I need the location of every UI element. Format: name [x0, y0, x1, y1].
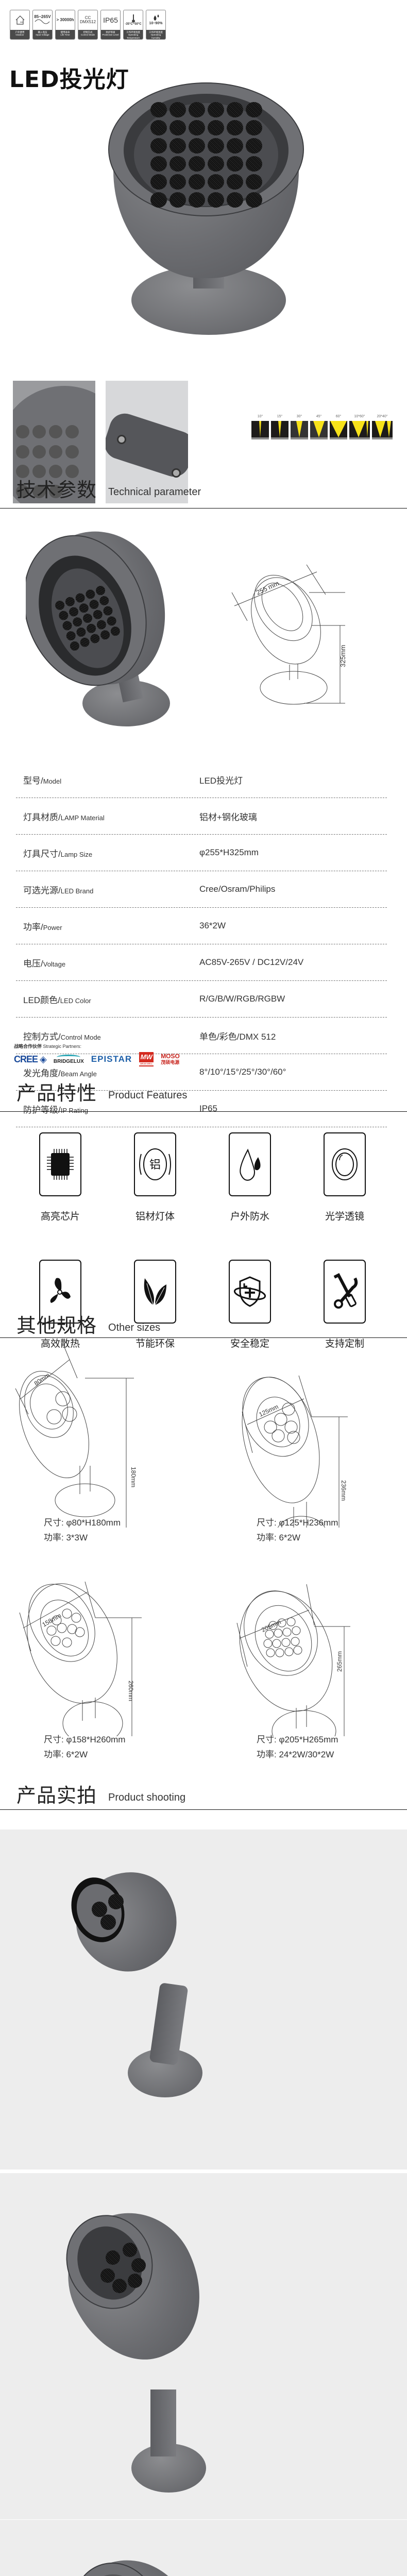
size-spec-125: 尺寸: φ125*H236mm 功率: 6*2W	[257, 1518, 338, 1543]
svg-text:180mm: 180mm	[130, 1467, 137, 1487]
beam-angle-strip: 10° 15° 30° 45° 60° 10*60° 20*40°	[251, 415, 393, 439]
sine-wave-icon	[35, 19, 50, 24]
size-drawing: 158mm 260mm	[19, 1581, 142, 1747]
features-grid: 高亮芯片 铝 铝材灯体 户外防水 光学透镜 高效散热 节能环保 安全稳定 支持定…	[29, 1132, 384, 1350]
size-card-80: 80mm 180mm	[0, 1347, 204, 1536]
beam-20x40: 20*40°	[372, 415, 393, 439]
svg-text:236mm: 236mm	[340, 1480, 347, 1501]
logo-epistar: EPISTAR	[91, 1054, 132, 1064]
product-photo-1	[0, 1829, 407, 2170]
svg-text:80mm: 80mm	[33, 1371, 51, 1387]
hero-product-image	[103, 82, 309, 340]
feature-heat-dissipation: 高效散热	[29, 1260, 124, 1350]
beam-15: 15°	[271, 415, 289, 439]
feature-safety: 安全稳定	[218, 1260, 313, 1350]
svg-text:260mm: 260mm	[127, 1681, 134, 1701]
product-photo-2	[0, 2173, 407, 2519]
tools-icon	[324, 1260, 366, 1324]
chip-icon	[39, 1132, 81, 1196]
section-heading-sizes: 其他规格 Other sizes	[16, 1314, 161, 1337]
beam-45: 45°	[310, 415, 328, 439]
divider	[0, 1111, 407, 1112]
divider	[0, 1809, 407, 1810]
feature-aluminum: 铝 铝材灯体	[124, 1132, 218, 1223]
feature-customization: 支持定制	[313, 1260, 407, 1350]
lens-icon	[324, 1132, 366, 1196]
section-heading-shooting: 产品实拍 Product shooting	[16, 1784, 186, 1807]
divider	[0, 508, 407, 509]
shield-plus-icon	[229, 1260, 271, 1324]
detail-photo-lens	[13, 381, 95, 503]
beam-10x60: 10*60°	[349, 415, 370, 439]
partners-title: 战略合作伙伴 Strategic Partners:	[14, 1044, 82, 1049]
logo-bridgelux: BRIDGELUX	[54, 1054, 84, 1064]
page-title: LED投光灯	[9, 66, 129, 93]
size-drawing: 205mm 265mm	[236, 1584, 350, 1752]
detail-photo-bracket	[106, 381, 188, 503]
svg-text:205mm: 205mm	[260, 1618, 282, 1634]
beam-60: 60°	[330, 415, 347, 439]
svg-text:325mm: 325mm	[339, 645, 347, 667]
size-spec-158: 尺寸: φ158*H260mm 功率: 6*2W	[44, 1735, 126, 1759]
divider	[0, 1337, 407, 1338]
size-drawing: 125mm 236mm	[242, 1375, 348, 1550]
feature-eco: 节能环保	[124, 1260, 218, 1350]
size-drawing: 80mm 180mm	[15, 1347, 137, 1536]
size-card-158: 158mm 260mm	[0, 1566, 204, 1747]
svg-text:铝: 铝	[149, 1158, 161, 1171]
dimension-drawing: 255 mm 325mm	[231, 564, 347, 705]
feature-waterproof: 户外防水	[218, 1132, 313, 1223]
feature-lens: 光学透镜	[313, 1132, 407, 1223]
size-spec-80: 尺寸: φ80*H180mm 功率: 3*3W	[44, 1518, 121, 1543]
fan-icon	[39, 1260, 81, 1324]
droplet-icon	[154, 14, 159, 21]
feature-chip: 高亮芯片	[29, 1132, 124, 1223]
logo-cree: CREE ◈	[14, 1054, 47, 1064]
beam-30: 30°	[291, 415, 308, 439]
waterdrop-icon	[229, 1132, 271, 1196]
beam-10: 10°	[251, 415, 269, 439]
svg-text:125mm: 125mm	[258, 1403, 279, 1418]
product-photo-3	[0, 2520, 407, 2576]
tech-product-photo	[26, 526, 175, 732]
size-spec-205: 尺寸: φ205*H265mm 功率: 24*2W/30*2W	[257, 1735, 338, 1759]
size-card-205: 205mm 265mm	[204, 1566, 407, 1752]
size-card-125: 125mm 236mm	[204, 1347, 407, 1550]
led-array	[134, 101, 278, 208]
svg-text:265mm: 265mm	[336, 1651, 343, 1672]
house-icon	[10, 10, 29, 30]
aluminum-icon: 铝	[134, 1132, 176, 1196]
thermometer-icon	[131, 14, 135, 23]
section-heading-tech: 技术参数 Technical parameter	[16, 479, 201, 501]
leaf-icon	[134, 1260, 176, 1324]
section-heading-features: 产品特性 Product Features	[16, 1082, 188, 1105]
